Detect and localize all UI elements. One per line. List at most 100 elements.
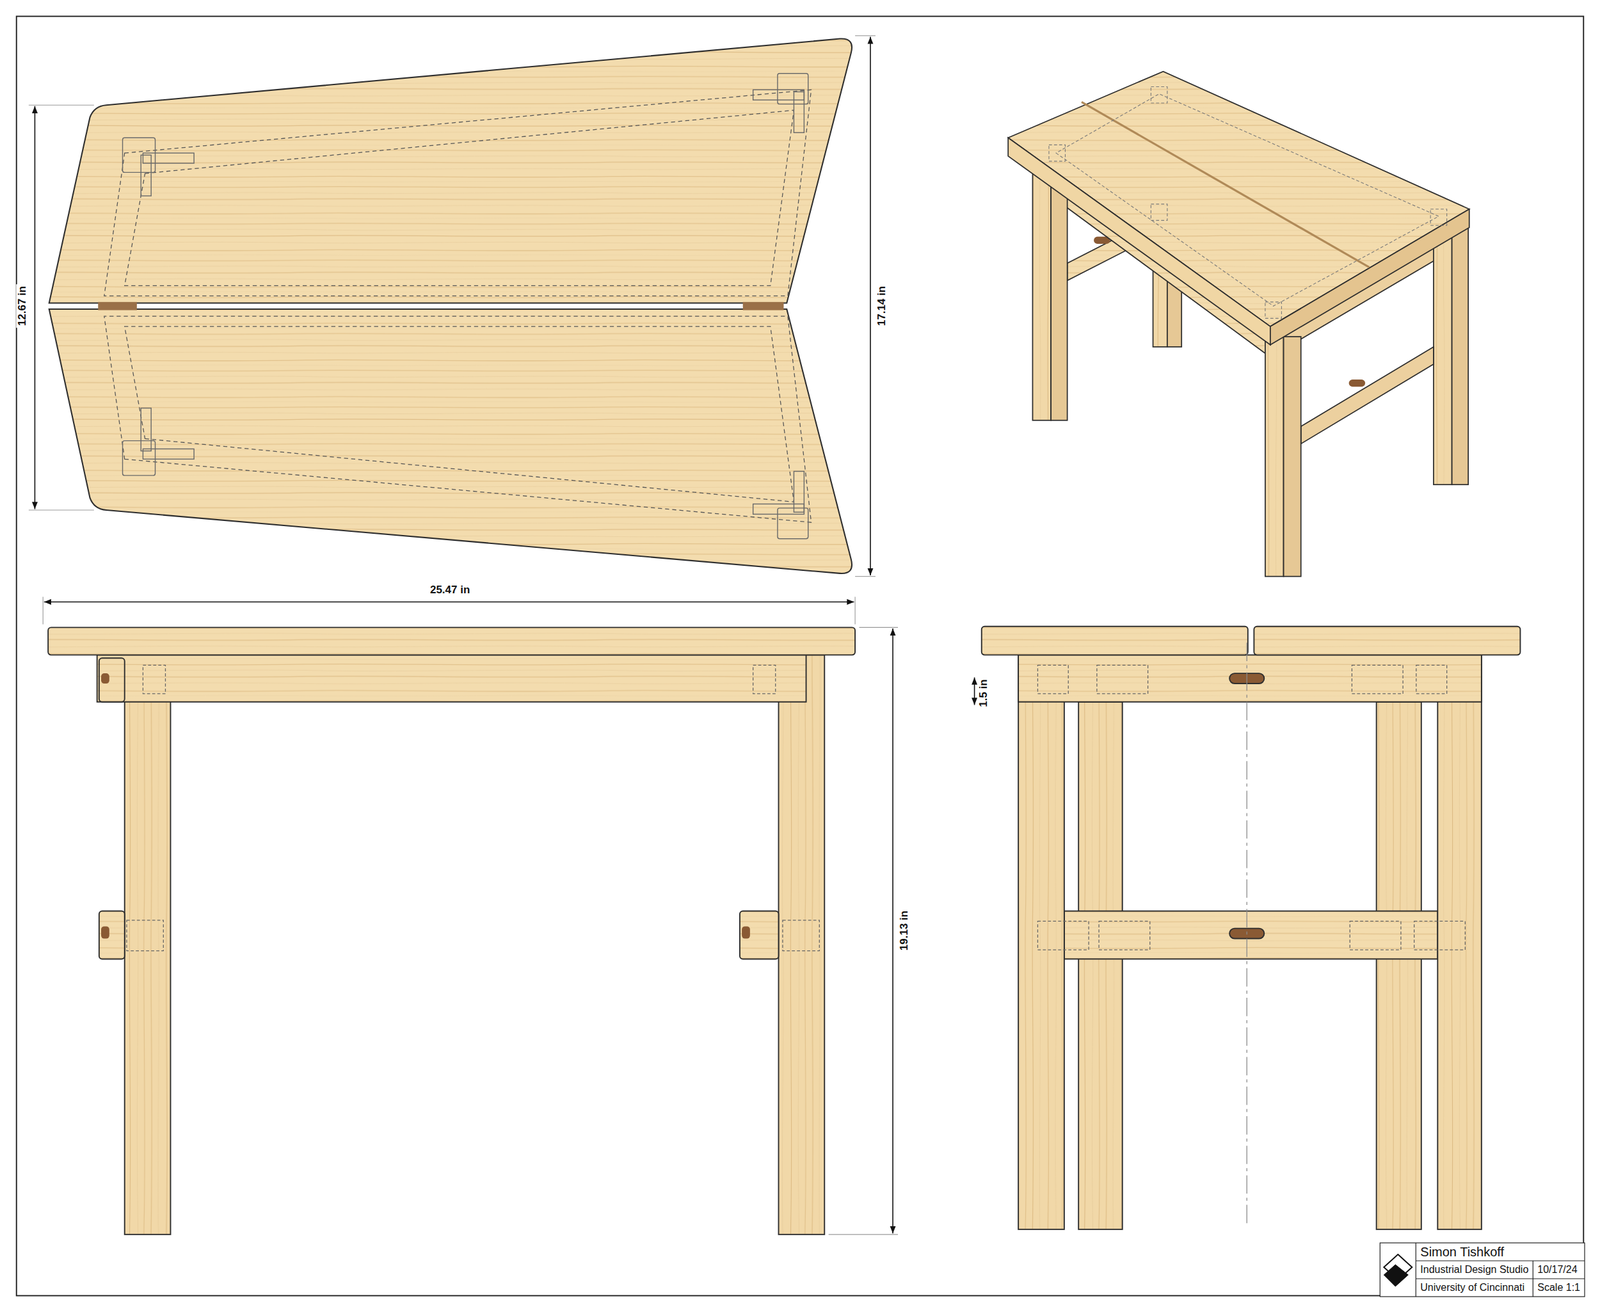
dimension-lines	[974, 677, 976, 705]
tenon	[99, 657, 125, 703]
dimension-lines	[28, 509, 95, 511]
studio-logo	[1383, 1254, 1412, 1287]
hidden-mortise	[1150, 204, 1168, 221]
hidden-mortise	[777, 508, 809, 539]
leg	[1078, 702, 1123, 1230]
apron	[1018, 654, 1482, 702]
isometric-view	[1008, 71, 1470, 577]
title-block-rule	[1415, 1260, 1585, 1261]
leg	[124, 654, 171, 1234]
slot	[741, 926, 751, 939]
hidden-mortise	[1096, 664, 1149, 694]
title-block-rule	[1415, 1242, 1417, 1297]
hidden-mortise	[122, 440, 156, 476]
dimension-lines	[28, 104, 95, 106]
dimension-label: 1.5 in	[977, 677, 991, 709]
dimension-lines	[855, 576, 876, 577]
hidden-mortise	[1265, 302, 1282, 319]
dimension-lines	[42, 597, 44, 625]
center-line	[1246, 642, 1248, 1225]
dimension-lines	[828, 1233, 898, 1235]
title-block-cell: Industrial Design Studio	[1420, 1264, 1529, 1276]
hidden-apron	[104, 89, 812, 296]
hidden-mortise	[142, 448, 194, 459]
page-border	[16, 16, 1584, 1296]
hidden-mortise	[1351, 664, 1403, 694]
dimension-lines	[28, 35, 975, 1235]
hidden-mortise	[753, 89, 805, 100]
apron	[97, 654, 807, 702]
butterfly-key	[97, 302, 137, 311]
hidden-mortise	[1056, 94, 1439, 307]
dimension-lines	[855, 597, 856, 625]
hidden-apron	[104, 316, 812, 523]
split-groove	[1081, 101, 1370, 267]
leg	[1283, 336, 1302, 577]
leg	[1437, 654, 1482, 1229]
tabletop-half	[981, 626, 1248, 656]
slot	[101, 673, 751, 939]
stretcher	[1301, 346, 1434, 444]
butterfly-key	[743, 302, 784, 311]
dimension-lines	[892, 628, 894, 1234]
hidden-mortise	[1430, 209, 1448, 226]
tabletop-half	[49, 38, 852, 303]
leg	[1452, 219, 1469, 485]
top-view	[49, 38, 852, 574]
title-block-cell: Simon Tishkoff	[1420, 1244, 1504, 1260]
hidden-mortise	[140, 408, 152, 452]
hidden-mortise	[1414, 920, 1466, 950]
tabletop-edge	[1270, 209, 1470, 345]
dimension-label: 17.14 in	[875, 284, 889, 328]
tabletop-half	[1253, 626, 1520, 656]
tabletop-half	[49, 309, 852, 574]
hidden-mortise	[777, 73, 809, 105]
studio-logo	[1383, 1264, 1408, 1287]
hidden-mortise	[122, 73, 809, 539]
hidden-mortise	[1416, 664, 1448, 694]
dimension-lines	[869, 36, 872, 576]
hidden-mortise	[1037, 664, 1465, 950]
side-view	[981, 626, 1521, 1230]
tenon	[99, 911, 125, 960]
title-block-rule	[1532, 1260, 1534, 1297]
tabletop-edge	[1008, 137, 1271, 345]
slot	[1349, 379, 1366, 387]
leg	[1265, 336, 1284, 577]
slot	[101, 926, 110, 939]
hidden-mortise	[793, 471, 804, 512]
tenon	[739, 911, 779, 960]
hidden-mortise	[753, 664, 776, 694]
title-block-frame	[1379, 1242, 1585, 1297]
hidden-mortise	[1037, 664, 1069, 694]
title-block-rule	[1415, 1278, 1585, 1279]
hidden-mortise	[782, 920, 820, 952]
hidden-mortise	[793, 91, 804, 133]
front-view	[48, 627, 856, 1234]
hidden-mortise	[140, 154, 152, 196]
dimension-lines	[855, 35, 876, 36]
hidden-mortise	[1048, 144, 1066, 162]
leg	[1376, 702, 1422, 1230]
title-block-cell: University of Cincinnati	[1420, 1281, 1525, 1294]
title-block-frame	[1379, 1242, 1585, 1297]
title-block-cell: Scale 1:1	[1537, 1281, 1581, 1294]
tabletop	[48, 627, 856, 655]
leg	[778, 654, 825, 1234]
hidden-mortise	[1349, 920, 1401, 950]
stretcher	[1064, 911, 1438, 960]
leg	[1433, 219, 1453, 485]
hidden-mortise	[1098, 920, 1151, 950]
hidden-mortise	[1048, 86, 1448, 319]
hidden-mortise	[142, 152, 194, 164]
leg	[1032, 152, 1051, 421]
hidden-mortise	[1150, 86, 1168, 104]
hidden-apron	[124, 110, 795, 286]
dimension-lines	[34, 106, 36, 510]
hidden-apron	[104, 89, 812, 523]
slot	[101, 673, 110, 684]
dimension-label: 25.47 in	[428, 583, 472, 597]
